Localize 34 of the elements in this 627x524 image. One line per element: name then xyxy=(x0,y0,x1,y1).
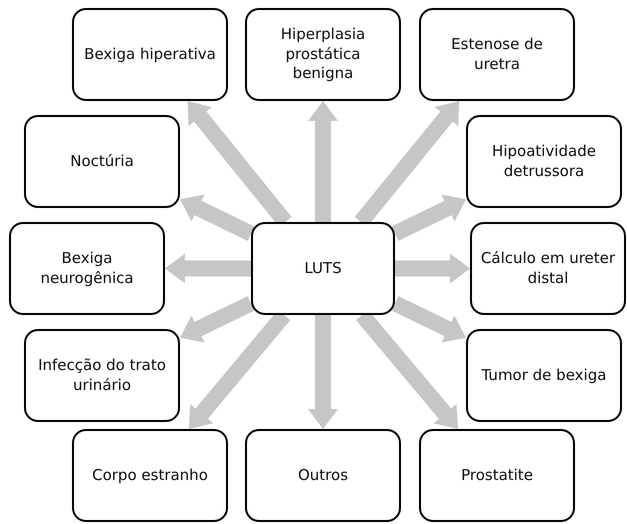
box-label: Bexiga neurogênica xyxy=(39,249,135,288)
rounded-box xyxy=(72,8,228,101)
box-label: Cálculo em ureter distal xyxy=(480,249,616,288)
rounded-box xyxy=(251,222,395,315)
rounded-box xyxy=(470,222,626,315)
rounded-box xyxy=(466,329,622,422)
rounded-box xyxy=(419,8,575,101)
block-arrow xyxy=(165,254,251,284)
box-label: Bexiga hiperativa xyxy=(84,44,216,64)
block-arrow xyxy=(180,194,254,241)
box-label: Estenose de uretra xyxy=(450,35,544,74)
rounded-box xyxy=(72,429,228,522)
block-arrow xyxy=(395,254,470,284)
block-arrow xyxy=(180,296,254,343)
rounded-box xyxy=(9,222,165,315)
box-label: Prostatite xyxy=(461,466,533,486)
rounded-box xyxy=(24,329,180,422)
rounded-box xyxy=(245,8,401,101)
box-label: Tumor de bexiga xyxy=(482,366,606,386)
block-arrow xyxy=(308,315,338,429)
box-label: Hiperplasia prostática benigna xyxy=(280,25,366,84)
block-arrow xyxy=(392,296,466,343)
block-arrow xyxy=(392,194,466,241)
rounded-box xyxy=(245,429,401,522)
box-label: LUTS xyxy=(304,258,342,278)
box-label: Outros xyxy=(298,466,348,486)
rounded-box xyxy=(419,429,575,522)
block-arrow xyxy=(308,101,338,222)
box-label: Hipoatividade detrussora xyxy=(491,142,597,181)
rounded-box xyxy=(466,115,622,208)
box-label: Corpo estranho xyxy=(92,466,208,486)
rounded-box xyxy=(24,115,180,208)
box-label: Infecção do trato urinário xyxy=(37,356,167,395)
box-label: Noctúria xyxy=(70,152,134,172)
